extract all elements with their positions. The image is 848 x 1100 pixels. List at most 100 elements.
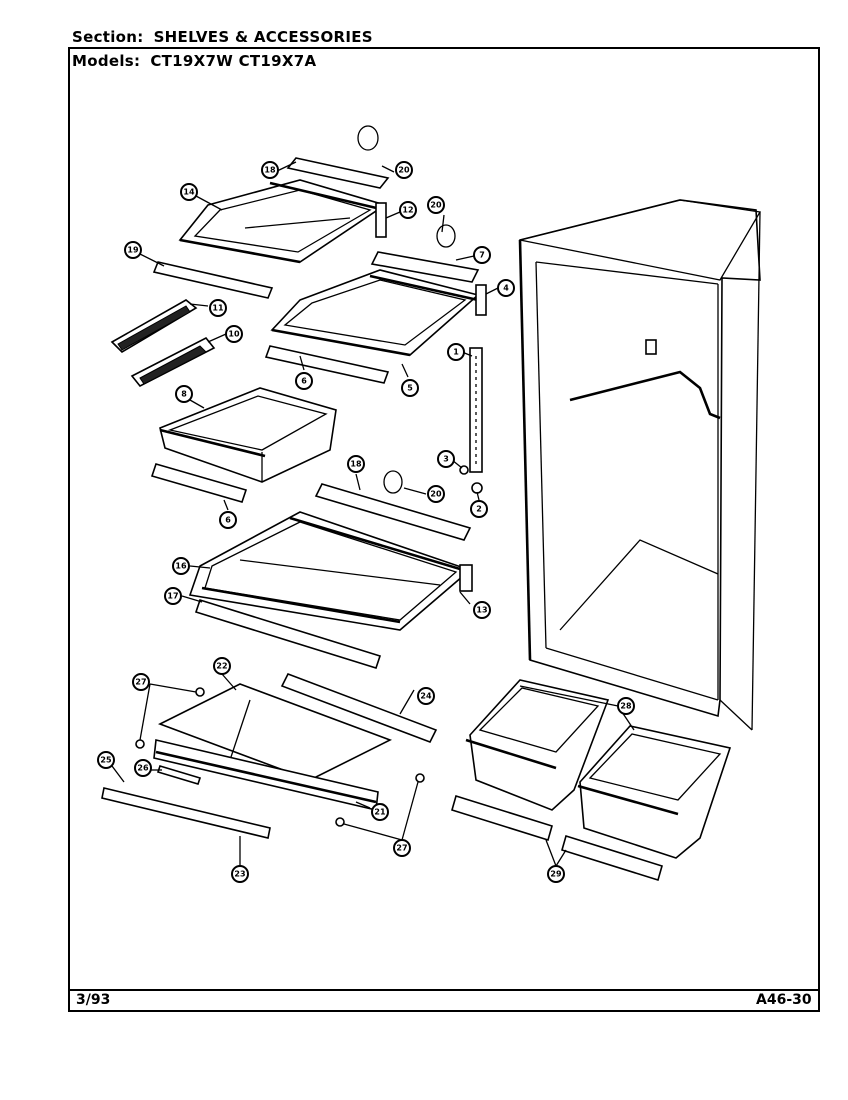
cap-2 <box>471 482 483 494</box>
callout-label: 24 <box>420 692 432 701</box>
support-27-bottom <box>335 817 345 827</box>
support-27-left <box>135 739 145 749</box>
callout-c7: 7 <box>473 246 491 264</box>
models-value: CT19X7W CT19X7A <box>150 52 317 70</box>
callout-label: 18 <box>350 460 362 469</box>
middle-shelf-assembly <box>264 224 487 384</box>
callout-label: 20 <box>430 490 442 499</box>
callout-label: 25 <box>100 756 112 765</box>
callout-c24: 24 <box>417 687 435 705</box>
callout-label: 18 <box>264 166 276 175</box>
clip-20-top <box>357 125 379 151</box>
models-heading: Models: CT19X7W CT19X7A <box>72 52 316 70</box>
callout-label: 3 <box>443 455 449 464</box>
callout-c2: 2 <box>470 500 488 518</box>
callout-c27a: 27 <box>132 673 150 691</box>
shelf-trim-6 <box>264 345 390 384</box>
callout-label: 26 <box>137 764 149 773</box>
callout-c4: 4 <box>497 279 515 297</box>
callout-c5: 5 <box>401 379 419 397</box>
callout-c27b: 27 <box>393 839 411 857</box>
callout-c20c: 20 <box>427 485 445 503</box>
shelf-trim-17 <box>194 599 382 669</box>
drawer-trim-6 <box>150 463 248 503</box>
lower-shelf-assembly <box>188 470 473 669</box>
shelf-trim-7 <box>370 251 480 283</box>
footer-date: 3/93 <box>76 992 111 1008</box>
callout-label: 29 <box>550 870 562 879</box>
callout-c29: 29 <box>547 865 565 883</box>
crisper-drawer-right <box>579 725 732 859</box>
callout-c13: 13 <box>473 601 491 619</box>
callout-label: 20 <box>398 166 410 175</box>
crisper-drawers-assembly <box>451 679 732 882</box>
crisper-cover-assembly <box>101 672 438 839</box>
models-label: Models: <box>72 52 141 70</box>
cabinet-floor <box>559 539 719 631</box>
callout-label: 17 <box>167 592 178 601</box>
top-shelf-assembly <box>152 125 390 299</box>
callout-c25: 25 <box>97 751 115 769</box>
callout-label: 5 <box>407 384 413 393</box>
callout-c18b: 18 <box>347 455 365 473</box>
callout-label: 20 <box>430 201 442 210</box>
cover-part-26 <box>156 765 202 785</box>
meat-drawer-8 <box>159 387 337 483</box>
callout-label: 28 <box>620 702 632 711</box>
callout-label: 4 <box>503 284 509 293</box>
callout-label: 27 <box>396 844 407 853</box>
glass-shelf-5 <box>270 269 480 356</box>
callout-label: 14 <box>183 188 195 197</box>
clip-20-middle <box>436 224 456 248</box>
callout-c21: 21 <box>371 803 389 821</box>
shelf-bracket-12 <box>375 202 387 238</box>
callout-c14: 14 <box>180 183 198 201</box>
shelf-trim-18-lower <box>314 483 472 541</box>
callout-c3: 3 <box>437 450 455 468</box>
callout-label: 22 <box>216 662 227 671</box>
callout-label: 19 <box>127 246 139 255</box>
callout-c20a: 20 <box>395 161 413 179</box>
drawer-trim-29-right <box>561 834 663 882</box>
cabinet-light <box>645 339 657 355</box>
callout-label: 6 <box>301 377 307 386</box>
callout-c23: 23 <box>231 865 249 883</box>
rails-assembly <box>110 299 216 388</box>
callout-label: 16 <box>175 562 187 571</box>
shelf-bracket-4 <box>475 284 487 316</box>
callout-label: 2 <box>476 505 482 514</box>
support-27-top <box>195 687 205 697</box>
cabinet-rail <box>569 370 721 420</box>
cover-trim-23 <box>101 787 271 839</box>
callout-label: 8 <box>181 390 187 399</box>
callout-label: 23 <box>234 870 245 879</box>
callout-label: 7 <box>479 251 485 260</box>
shelf-trim-19 <box>152 261 274 299</box>
vertical-support-assembly <box>459 347 483 494</box>
callout-c10: 10 <box>225 325 243 343</box>
crisper-drawer-left <box>469 679 610 811</box>
callout-c18a: 18 <box>261 161 279 179</box>
callout-label: 12 <box>402 206 413 215</box>
section-label: Section: <box>72 28 144 46</box>
callout-label: 10 <box>228 330 240 339</box>
cover-trim-24 <box>280 672 438 744</box>
cabinet-liner <box>519 199 761 718</box>
clip-20-lower <box>383 470 403 494</box>
callout-c20b: 20 <box>427 196 445 214</box>
section-heading: Section:SHELVES & ACCESSORIES <box>72 28 373 46</box>
crisper-cover-22 <box>157 683 393 781</box>
footer-page-code: A46-30 <box>756 992 812 1008</box>
drawer-trim-29-left <box>451 794 553 842</box>
callout-label: 21 <box>374 808 386 817</box>
diagram-frame <box>68 47 820 1012</box>
callout-c6b: 6 <box>219 511 237 529</box>
callout-c12: 12 <box>399 201 417 219</box>
callout-c8: 8 <box>175 385 193 403</box>
callout-label: 6 <box>225 516 231 525</box>
refrigerator-cabinet <box>518 199 762 731</box>
callout-label: 11 <box>212 304 224 313</box>
callout-label: 13 <box>476 606 487 615</box>
shelf-support-1 <box>469 347 483 473</box>
